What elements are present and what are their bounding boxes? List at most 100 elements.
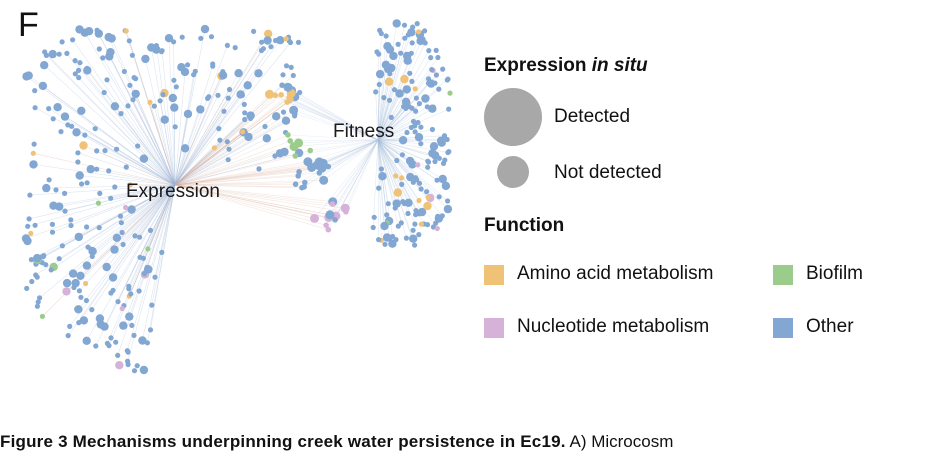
- network-edge: [31, 184, 176, 260]
- network-edge: [304, 139, 379, 183]
- gene-node: [425, 194, 431, 200]
- network-edge: [79, 184, 176, 292]
- gene-node: [112, 233, 122, 242]
- network-edge: [78, 184, 176, 323]
- network-edge: [377, 135, 445, 141]
- gene-node: [180, 144, 190, 153]
- network-edge: [377, 54, 379, 141]
- network-edge: [37, 184, 176, 261]
- gene-node: [376, 81, 382, 88]
- gene-node: [137, 254, 143, 260]
- gene-node: [145, 246, 151, 252]
- gene-node: [84, 180, 90, 186]
- gene-node: [29, 160, 38, 169]
- network-edge: [143, 158, 176, 186]
- gene-node: [22, 72, 31, 81]
- gene-node: [198, 35, 204, 41]
- gene-node: [394, 157, 400, 164]
- gene-node: [418, 221, 424, 227]
- gene-node: [429, 142, 439, 151]
- gene-node: [101, 89, 107, 96]
- network-edge: [128, 184, 176, 289]
- gene-node: [412, 86, 418, 92]
- gene-node: [123, 204, 129, 211]
- network-edge: [377, 136, 420, 141]
- network-edge: [294, 139, 379, 147]
- network-edge: [174, 99, 292, 186]
- gene-node: [412, 129, 418, 135]
- gene-node: [378, 166, 384, 172]
- gene-node: [129, 322, 135, 328]
- gene-node: [429, 67, 435, 73]
- gene-node: [444, 77, 450, 83]
- gene-node: [105, 52, 114, 61]
- legend-expression-heading-text: Expression: [484, 55, 587, 76]
- network-edge: [174, 132, 244, 186]
- gene-node: [131, 368, 138, 374]
- gene-node: [49, 221, 56, 227]
- gene-node: [82, 336, 91, 345]
- network-edge: [174, 165, 318, 186]
- gene-node: [62, 190, 68, 196]
- gene-node: [329, 201, 336, 207]
- network-edge: [335, 139, 379, 217]
- gene-node: [68, 269, 78, 278]
- gene-node: [417, 207, 427, 217]
- network-edge: [108, 36, 176, 186]
- gene-node: [441, 133, 448, 139]
- network-edge: [174, 131, 243, 186]
- network-edge: [287, 134, 379, 141]
- network-edge: [304, 139, 379, 188]
- gene-node: [400, 74, 409, 84]
- gene-node: [289, 105, 299, 115]
- gene-node: [160, 115, 169, 124]
- network-edge: [95, 184, 176, 347]
- gene-node: [385, 45, 395, 54]
- network-edge: [174, 89, 230, 186]
- network-edge: [295, 139, 379, 157]
- gene-node: [256, 166, 262, 172]
- network-edge: [174, 101, 288, 186]
- network-edge: [174, 119, 245, 186]
- network-edge: [174, 107, 176, 186]
- network-edge: [114, 106, 176, 186]
- gene-node: [268, 44, 274, 50]
- gene-node: [112, 184, 118, 190]
- gene-node: [224, 139, 230, 145]
- network-edge: [174, 111, 225, 186]
- gene-node: [292, 181, 299, 187]
- gene-node: [114, 146, 120, 152]
- network-edge: [110, 184, 176, 199]
- network-edge: [67, 184, 176, 336]
- network-edge: [174, 140, 291, 186]
- gene-node: [241, 101, 247, 107]
- not-detected-size-dot: [497, 156, 529, 188]
- gene-node: [281, 116, 291, 125]
- network-edge: [377, 100, 390, 141]
- gene-node: [391, 87, 398, 93]
- network-edge: [174, 93, 294, 186]
- panel-label: F: [18, 6, 39, 44]
- gene-node: [79, 141, 88, 150]
- gene-node: [433, 220, 439, 226]
- network-edge: [173, 41, 176, 186]
- gene-node: [264, 29, 273, 38]
- gene-node: [259, 39, 265, 45]
- gene-node: [96, 46, 102, 52]
- network-edge: [298, 139, 379, 144]
- network-edge: [377, 27, 413, 141]
- network-edge: [74, 60, 176, 186]
- network-edge: [377, 78, 405, 141]
- network-edge: [345, 139, 379, 212]
- network-edge: [78, 184, 176, 310]
- network-edge: [310, 139, 379, 151]
- gene-node: [297, 89, 303, 96]
- gene-node: [83, 66, 92, 75]
- network-edge: [316, 139, 379, 166]
- gene-node: [125, 103, 131, 109]
- gene-node: [409, 78, 415, 84]
- network-edge: [174, 184, 335, 220]
- network-edge: [345, 139, 379, 209]
- gene-node: [292, 153, 299, 159]
- gene-node: [413, 212, 419, 218]
